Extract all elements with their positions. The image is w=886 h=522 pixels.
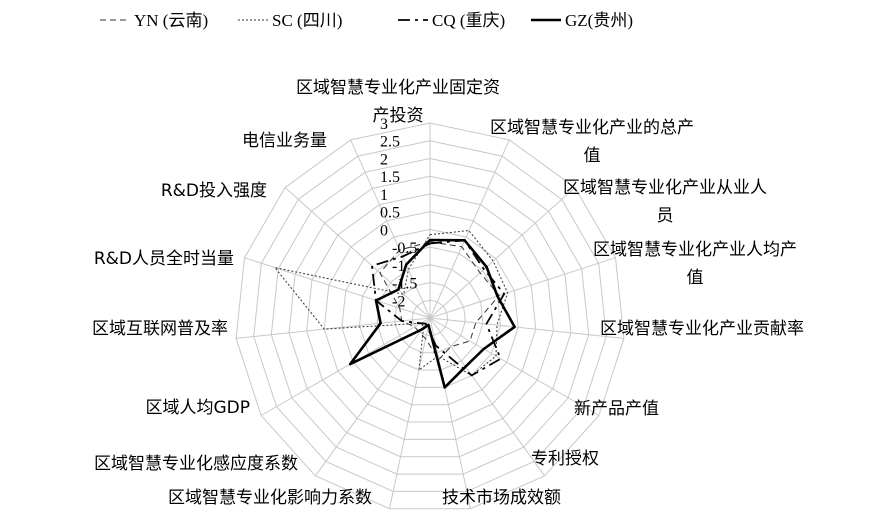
category-label-line: 区域智慧专业化产业固定资: [296, 78, 500, 98]
category-label: 区域互联网普及率: [92, 319, 228, 339]
category-label-line: 值: [687, 268, 704, 288]
category-label-line: 区域智慧专业化产业贡献率: [600, 319, 804, 339]
category-label: 区域智慧专业化产业从业人员: [563, 178, 767, 226]
grid-ring: [358, 246, 502, 388]
category-label-line: 区域人均GDP: [145, 398, 250, 418]
category-label-line: 专利授权: [531, 449, 599, 469]
category-label-line: 新产品产值: [574, 399, 659, 419]
category-label: 区域智慧专业化感应度系数: [94, 454, 298, 474]
grid-ring: [341, 228, 519, 406]
grid-spoke: [429, 317, 546, 477]
tick-label: 3: [380, 116, 388, 133]
category-label-line: R&D人员全时当量: [94, 249, 234, 269]
tick-label: 1: [380, 187, 388, 204]
grid-spoke: [429, 139, 510, 319]
legend-label-3: GZ(贵州): [565, 11, 633, 30]
radar-grid: [235, 122, 625, 510]
grid-spoke: [284, 187, 431, 319]
grid-spoke: [429, 317, 471, 509]
grid-ring: [253, 140, 607, 492]
category-label: 区域智慧专业化产业的总产值: [490, 118, 694, 166]
category-label-line: 值: [584, 146, 601, 166]
category-label: 电信业务量: [242, 131, 327, 151]
category-labels: 区域智慧专业化产业固定资产投资区域智慧专业化产业的总产值区域智慧专业化产业从业人…: [92, 78, 804, 508]
legend-label-0: YN (云南): [134, 11, 208, 30]
grid-spoke: [429, 187, 576, 319]
category-label: R&D人员全时当量: [94, 249, 234, 269]
category-label-line: 区域智慧专业化产业从业人: [563, 178, 767, 198]
grid-spoke: [429, 317, 600, 416]
category-label-line: 技术市场成效额: [442, 488, 561, 508]
category-label: 专利授权: [531, 449, 599, 469]
series-line-1: [274, 230, 509, 376]
series-line-0: [379, 241, 500, 361]
grid-spoke: [389, 317, 431, 509]
category-label-line: 区域互联网普及率: [92, 319, 228, 339]
grid-ring: [270, 157, 590, 475]
category-label-line: 员: [657, 206, 674, 226]
category-label: R&D投入强度: [161, 181, 267, 201]
category-label: 区域智慧专业化产业贡献率: [600, 319, 804, 339]
series-lines: [274, 230, 516, 389]
chart-legend: YN (云南) SC (四川) CQ (重庆) GZ(贵州): [100, 11, 633, 30]
tick-label: 0.5: [380, 205, 400, 222]
tick-label: -0.5: [392, 240, 417, 257]
grid-spoke: [314, 317, 431, 477]
category-label: 区域人均GDP: [145, 398, 250, 418]
category-label-line: 区域智慧专业化感应度系数: [94, 454, 298, 474]
category-label: 区域智慧专业化产业固定资产投资: [296, 78, 500, 126]
tick-label: -1.5: [392, 276, 417, 293]
category-label-line: 区域智慧专业化产业人均产: [593, 240, 797, 260]
category-label: 区域智慧专业化影响力系数: [168, 488, 372, 508]
category-label-line: 区域智慧专业化产业的总产: [490, 118, 694, 138]
grid-spoke: [350, 139, 431, 319]
tick-label: -1: [392, 258, 405, 275]
legend-label-2: CQ (重庆): [432, 11, 505, 30]
series-line-2: [371, 239, 506, 377]
grid-spoke: [236, 317, 431, 339]
category-label-line: 区域智慧专业化影响力系数: [168, 488, 372, 508]
grid-ring: [235, 122, 625, 510]
grid-spoke: [429, 317, 624, 339]
tick-label: 2.5: [380, 134, 400, 151]
tick-label: 2: [380, 152, 388, 169]
category-label: 新产品产值: [574, 399, 659, 419]
tick-label: -2: [392, 293, 405, 310]
radial-tick-labels: -2-1.5-1-0.500.511.522.53: [380, 116, 417, 310]
grid-spoke: [429, 257, 616, 319]
grid-ring: [288, 175, 572, 458]
category-label-line: R&D投入强度: [161, 181, 267, 201]
series-line-3: [348, 238, 516, 389]
category-label-line: 电信业务量: [242, 131, 327, 151]
category-label: 区域智慧专业化产业人均产值: [593, 240, 797, 288]
grid-ring: [376, 264, 484, 371]
grid-ring: [323, 211, 537, 423]
legend-label-1: SC (四川): [272, 11, 342, 30]
grid-ring: [394, 281, 466, 354]
tick-label: 0: [380, 222, 388, 239]
category-label-line: 产投资: [373, 106, 424, 126]
category-label: 技术市场成效额: [442, 488, 561, 508]
tick-label: 1.5: [380, 169, 400, 186]
grid-ring: [306, 193, 554, 440]
grid-spoke: [260, 317, 431, 416]
